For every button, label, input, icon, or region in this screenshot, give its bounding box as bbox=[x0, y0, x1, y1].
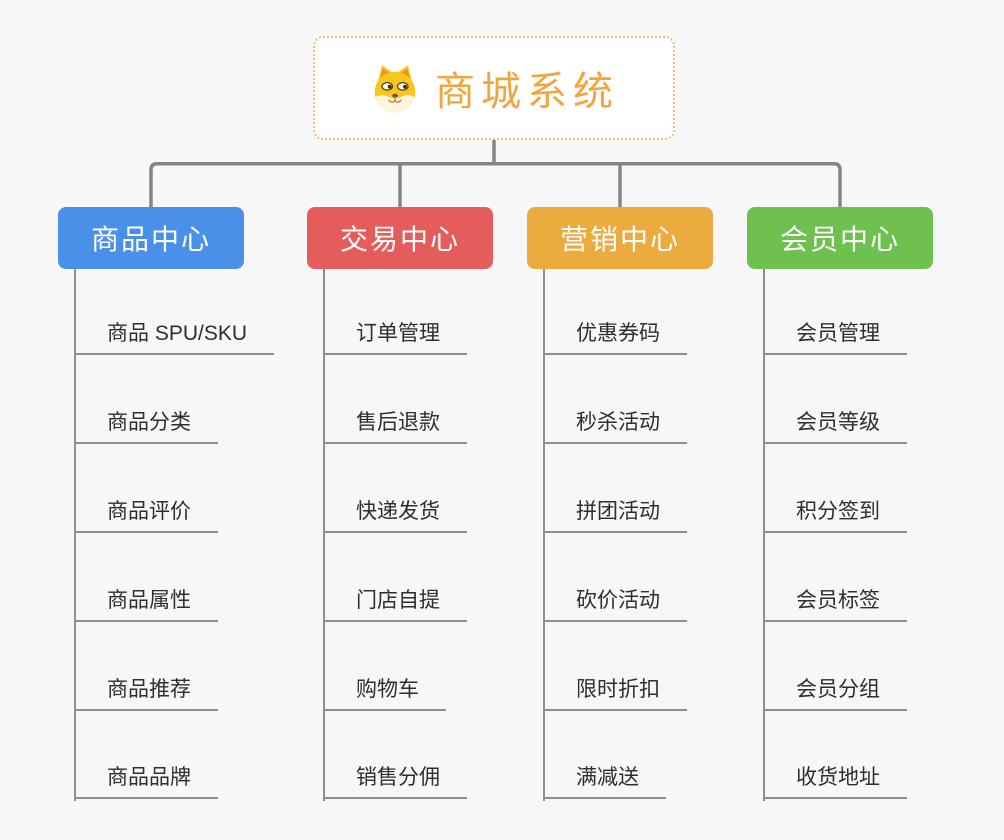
leaf-node[interactable]: 订单管理 bbox=[323, 319, 467, 355]
leaf-node[interactable]: 满减送 bbox=[543, 763, 666, 799]
branch-node-marketing-center[interactable]: 营销中心 bbox=[527, 207, 713, 269]
leaf-node[interactable]: 会员管理 bbox=[763, 319, 907, 355]
branch-node-member-center[interactable]: 会员中心 bbox=[747, 207, 933, 269]
leaf-node[interactable]: 商品分类 bbox=[74, 408, 218, 444]
leaf-node[interactable]: 商品评价 bbox=[74, 497, 218, 533]
leaf-node[interactable]: 会员分组 bbox=[763, 675, 907, 711]
dog-logo-icon bbox=[374, 65, 416, 113]
branch-children-member: 会员管理 会员等级 积分签到 会员标签 会员分组 收货地址 bbox=[763, 0, 907, 840]
leaf-node[interactable]: 限时折扣 bbox=[543, 675, 687, 711]
branch-children-product: 商品 SPU/SKU 商品分类 商品评价 商品属性 商品推荐 商品品牌 bbox=[74, 0, 275, 840]
branch-node-trade-center[interactable]: 交易中心 bbox=[307, 207, 493, 269]
leaf-node[interactable]: 优惠券码 bbox=[543, 319, 687, 355]
leaf-node[interactable]: 会员等级 bbox=[763, 408, 907, 444]
leaf-node[interactable]: 秒杀活动 bbox=[543, 408, 687, 444]
branch-spine-line bbox=[74, 269, 76, 801]
leaf-node[interactable]: 收货地址 bbox=[763, 763, 907, 799]
branch-children-trade: 订单管理 售后退款 快递发货 门店自提 购物车 销售分佣 bbox=[323, 0, 467, 840]
leaf-node[interactable]: 商品属性 bbox=[74, 586, 218, 622]
root-title: 商城系统 bbox=[435, 70, 619, 114]
leaf-node[interactable]: 售后退款 bbox=[323, 408, 467, 444]
root-node[interactable]: 商城系统 bbox=[313, 36, 675, 140]
leaf-node[interactable]: 销售分佣 bbox=[323, 763, 467, 799]
leaf-node[interactable]: 拼团活动 bbox=[543, 497, 687, 533]
leaf-node[interactable]: 购物车 bbox=[323, 675, 446, 711]
leaf-node[interactable]: 商品品牌 bbox=[74, 763, 218, 799]
branch-children-marketing: 优惠券码 秒杀活动 拼团活动 砍价活动 限时折扣 满减送 bbox=[543, 0, 687, 840]
branch-spine-line bbox=[763, 269, 765, 801]
leaf-node[interactable]: 积分签到 bbox=[763, 497, 907, 533]
leaf-node[interactable]: 快递发货 bbox=[323, 497, 467, 533]
leaf-node[interactable]: 商品 SPU/SKU bbox=[74, 319, 275, 355]
branch-spine-line bbox=[543, 269, 545, 801]
leaf-node[interactable]: 会员标签 bbox=[763, 586, 907, 622]
branch-node-product-center[interactable]: 商品中心 bbox=[58, 207, 244, 269]
leaf-node[interactable]: 商品推荐 bbox=[74, 675, 218, 711]
leaf-node[interactable]: 门店自提 bbox=[323, 586, 467, 622]
leaf-node[interactable]: 砍价活动 bbox=[543, 586, 687, 622]
branch-spine-line bbox=[323, 269, 325, 801]
